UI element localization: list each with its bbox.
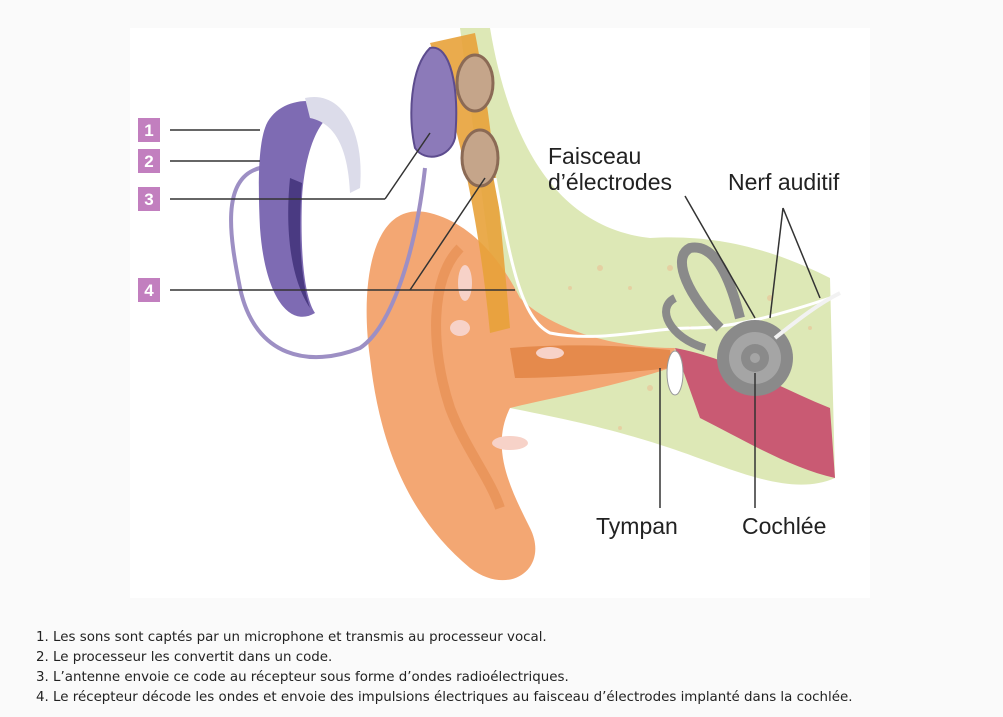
tympan-membrane: [667, 351, 683, 395]
label-tympan: Tympan: [596, 513, 678, 539]
step-item: 4. Le récepteur décode les ondes et envo…: [36, 688, 852, 708]
svg-text:4: 4: [144, 281, 154, 300]
label-faisceau-line1: Faisceau: [548, 143, 641, 169]
step-item: 3. L’antenne envoie ce code au récepteur…: [36, 668, 852, 688]
badge-2: 2: [138, 149, 160, 173]
step-item: 1. Les sons sont captés par un microphon…: [36, 628, 852, 648]
badge-3: 3: [138, 187, 160, 211]
badge-4: 4: [138, 278, 160, 302]
processor-earhook: [305, 97, 361, 193]
svg-text:3: 3: [144, 190, 153, 209]
diagram-canvas: 1 2 3 4 Faisceau d’électrodes Nerf audit…: [130, 28, 870, 598]
cochlear-implant-diagram: 1 2 3 4 Faisceau d’électrodes Nerf audit…: [130, 28, 870, 598]
step-item: 2. Le processeur les convertit dans un c…: [36, 648, 852, 668]
badge-1: 1: [138, 118, 160, 142]
svg-text:2: 2: [144, 152, 153, 171]
steps-caption-list: 1. Les sons sont captés par un microphon…: [36, 628, 852, 708]
label-faisceau-line2: d’électrodes: [548, 169, 672, 195]
label-nerf-auditif: Nerf auditif: [728, 169, 840, 195]
label-cochlee: Cochlée: [742, 513, 826, 539]
antenna-disc: [411, 48, 456, 157]
svg-text:1: 1: [144, 121, 153, 140]
